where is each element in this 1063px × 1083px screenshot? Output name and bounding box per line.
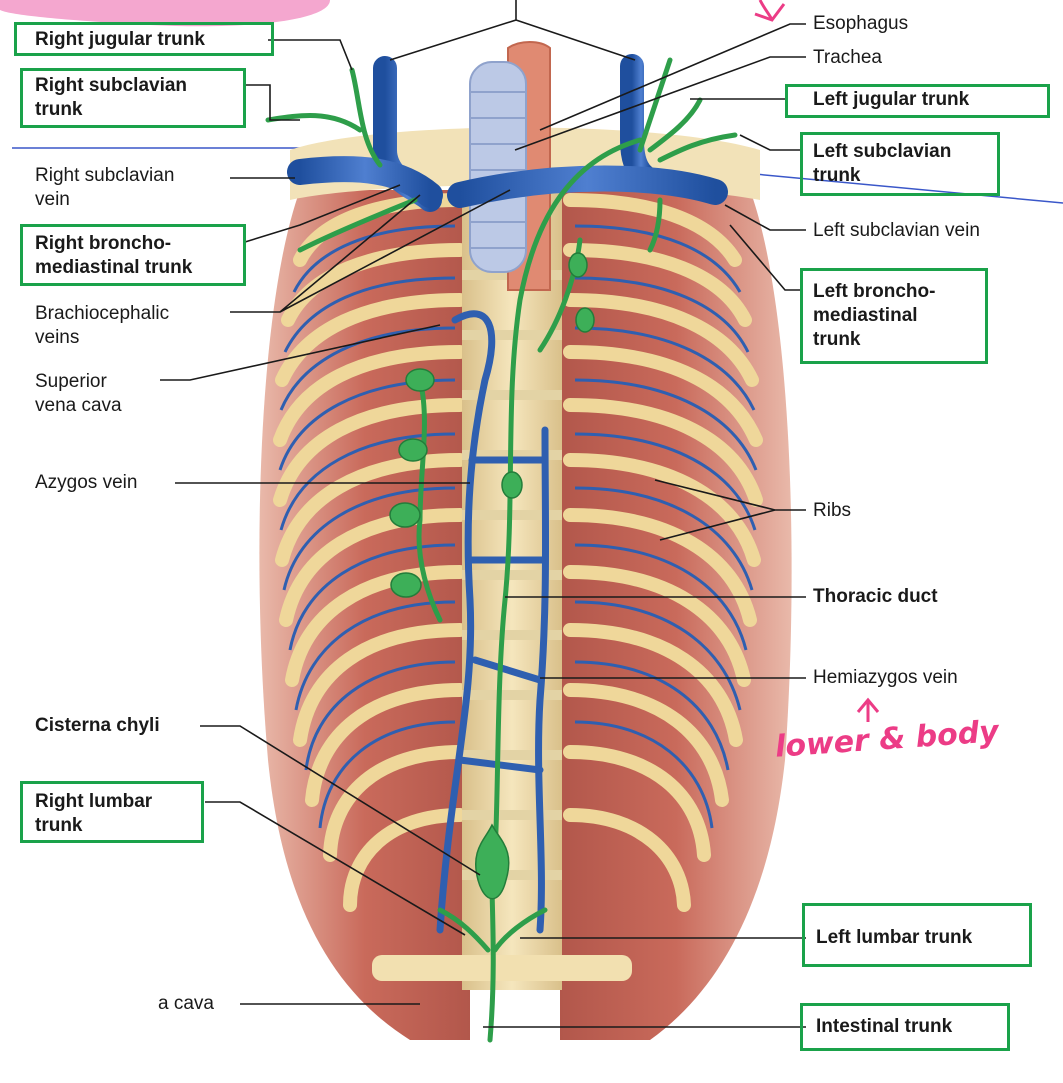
label-right-subclavian-vein: Right subclavian vein xyxy=(35,165,175,210)
label-left-lumbar-trunk: Left lumbar trunk xyxy=(816,927,973,948)
label-azygos-vein: Azygos vein xyxy=(35,472,138,493)
label-right-bronchomediastinal-trunk: Right broncho- mediastinal trunk xyxy=(35,233,193,278)
pink-arrow-esophagus xyxy=(754,0,786,22)
label-right-jugular-trunk: Right jugular trunk xyxy=(35,29,205,50)
lumbar-vertebra xyxy=(372,955,632,981)
label-thoracic-duct: Thoracic duct xyxy=(813,586,938,607)
label-left-jugular-trunk: Left jugular trunk xyxy=(813,89,970,110)
label-hemiazygos-vein: Hemiazygos vein xyxy=(813,667,958,688)
pink-scribble-top xyxy=(0,0,330,27)
label-ribs: Ribs xyxy=(813,500,852,521)
highlight-right-bronchomediastinal-trunk xyxy=(20,224,246,286)
label-trachea: Trachea xyxy=(813,47,882,68)
highlight-left-bronchomediastinal-trunk xyxy=(800,268,988,364)
lymphatics xyxy=(265,57,738,1043)
highlight-right-subclavian-trunk xyxy=(20,68,246,128)
label-brachiocephalic-veins: Brachiocephalic veins xyxy=(35,303,170,348)
label-esophagus: Esophagus xyxy=(813,13,909,34)
label-cisterna-chyli: Cisterna chyli xyxy=(35,715,160,736)
guide-line-right xyxy=(711,169,1063,204)
cisterna-chyli xyxy=(474,823,510,900)
label-right-subclavian-trunk: Right subclavian trunk xyxy=(35,75,188,120)
label-left-subclavian-vein: Left subclavian vein xyxy=(813,220,980,241)
highlight-right-jugular-trunk xyxy=(14,22,274,56)
trachea xyxy=(469,61,527,273)
label-left-subclavian-trunk: Left subclavian trunk xyxy=(813,141,952,186)
intercostal-veins xyxy=(278,224,758,829)
ribs-right xyxy=(563,193,763,912)
highlight-left-jugular-trunk xyxy=(785,84,1050,118)
label-superior-vena-cava: Superior vena cava xyxy=(35,371,122,416)
pink-arrow-hemiazygos xyxy=(856,697,880,722)
label-right-lumbar-trunk: Right lumbar trunk xyxy=(35,791,153,836)
highlight-right-lumbar-trunk xyxy=(20,781,204,843)
label-inferior-vena-cava: a cava xyxy=(158,993,214,1014)
highlight-left-lumbar-trunk xyxy=(802,903,1032,967)
highlight-intestinal-trunk xyxy=(800,1003,1010,1051)
leader-lines xyxy=(160,0,806,1028)
label-intestinal-trunk: Intestinal trunk xyxy=(816,1016,953,1037)
lymph-nodes xyxy=(389,252,595,900)
label-left-bronchomediastinal-trunk: Left broncho- mediastinal trunk xyxy=(813,281,936,350)
highlight-left-subclavian-trunk xyxy=(800,132,1000,196)
